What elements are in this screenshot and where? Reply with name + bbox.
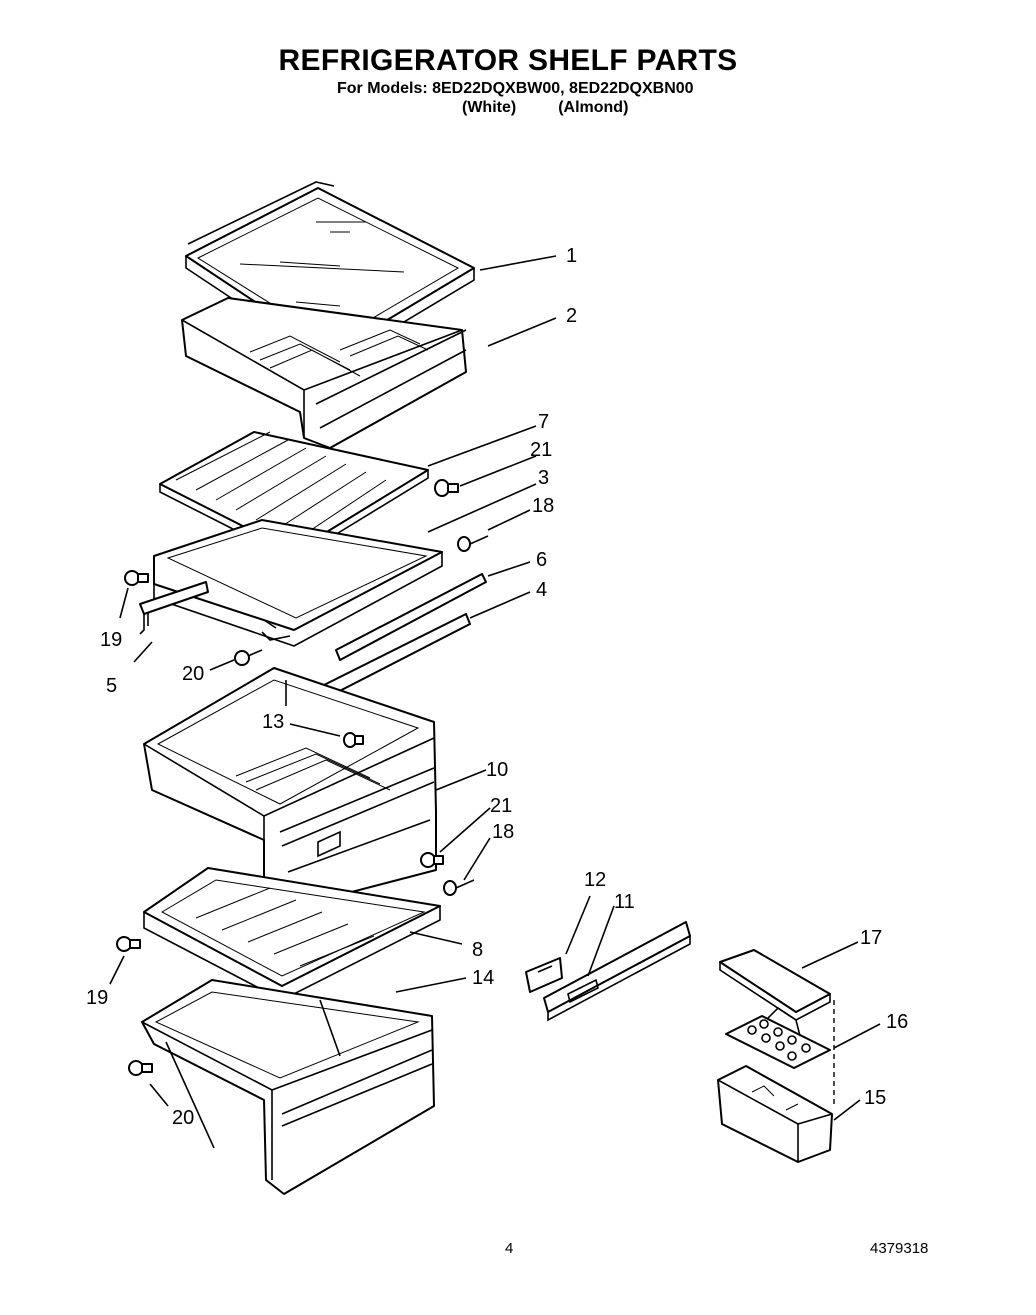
part-2-shelf-tray bbox=[181, 297, 467, 449]
part-8-lower-shelf bbox=[143, 867, 441, 1001]
callout-21-lower: 21 bbox=[490, 795, 512, 817]
callout-8: 8 bbox=[472, 939, 483, 961]
screw-18-upper bbox=[457, 535, 489, 552]
screw-21-upper bbox=[434, 479, 459, 497]
callout-11: 11 bbox=[614, 891, 635, 913]
callout-18: 18 bbox=[532, 495, 554, 517]
screw-13 bbox=[343, 732, 364, 748]
color-almond-label: (Almond) bbox=[558, 99, 629, 116]
callout-6: 6 bbox=[536, 549, 547, 571]
part-3-shelf-frame bbox=[153, 519, 443, 647]
callout-7: 7 bbox=[538, 411, 549, 433]
part-12-bracket bbox=[525, 957, 563, 993]
screw-21-lower bbox=[420, 852, 444, 868]
part-10-crisper-drawer bbox=[143, 667, 437, 909]
part-11-trim-bar bbox=[543, 921, 691, 1022]
leader-lines bbox=[109, 255, 881, 1149]
callout-5: 5 bbox=[106, 675, 117, 697]
callout-numbers: 1 2 7 21 3 18 6 4 19 5 20 13 10 21 18 12… bbox=[86, 245, 908, 1129]
screw-20-upper bbox=[234, 649, 263, 666]
callout-20-lower: 20 bbox=[172, 1107, 194, 1129]
callout-2: 2 bbox=[566, 305, 577, 327]
callout-10: 10 bbox=[486, 759, 508, 781]
part-1-glass-shelf bbox=[185, 181, 475, 366]
callout-18-lower: 18 bbox=[492, 821, 514, 843]
callout-14: 14 bbox=[472, 967, 494, 989]
models-line: For Models: 8ED22DQXBW00, 8ED22DQXBN00 bbox=[337, 80, 694, 97]
callout-12: 12 bbox=[584, 869, 606, 891]
part-5-side-rail bbox=[139, 581, 209, 635]
callout-1: 1 bbox=[566, 245, 577, 267]
callout-19: 19 bbox=[100, 629, 122, 651]
page-number: 4 bbox=[505, 1240, 514, 1257]
part-14-crisper-drawer bbox=[141, 979, 435, 1195]
callout-13: 13 bbox=[262, 711, 284, 733]
part-16-egg-tray bbox=[725, 1006, 831, 1069]
part-17-egg-tray-lid bbox=[719, 949, 831, 1021]
screw-19-upper bbox=[124, 570, 149, 586]
callout-15: 15 bbox=[864, 1087, 886, 1109]
screw-18-lower bbox=[443, 879, 475, 896]
callout-21: 21 bbox=[530, 439, 552, 461]
page-title: REFRIGERATOR SHELF PARTS bbox=[278, 44, 738, 77]
document-number: 4379318 bbox=[870, 1240, 929, 1257]
callout-20: 20 bbox=[182, 663, 204, 685]
callout-17: 17 bbox=[860, 927, 882, 949]
color-white-label: (White) bbox=[462, 99, 517, 116]
callout-4: 4 bbox=[536, 579, 547, 601]
part-15-egg-bin bbox=[717, 1065, 833, 1163]
callout-16: 16 bbox=[886, 1011, 908, 1033]
screw-19-lower bbox=[116, 936, 141, 952]
screw-20-lower bbox=[128, 1060, 153, 1076]
callout-3: 3 bbox=[538, 467, 549, 489]
color-variants: (White) (Almond) bbox=[462, 99, 628, 117]
part-6-trim-strip bbox=[335, 573, 487, 661]
callout-19-lower: 19 bbox=[86, 987, 108, 1009]
